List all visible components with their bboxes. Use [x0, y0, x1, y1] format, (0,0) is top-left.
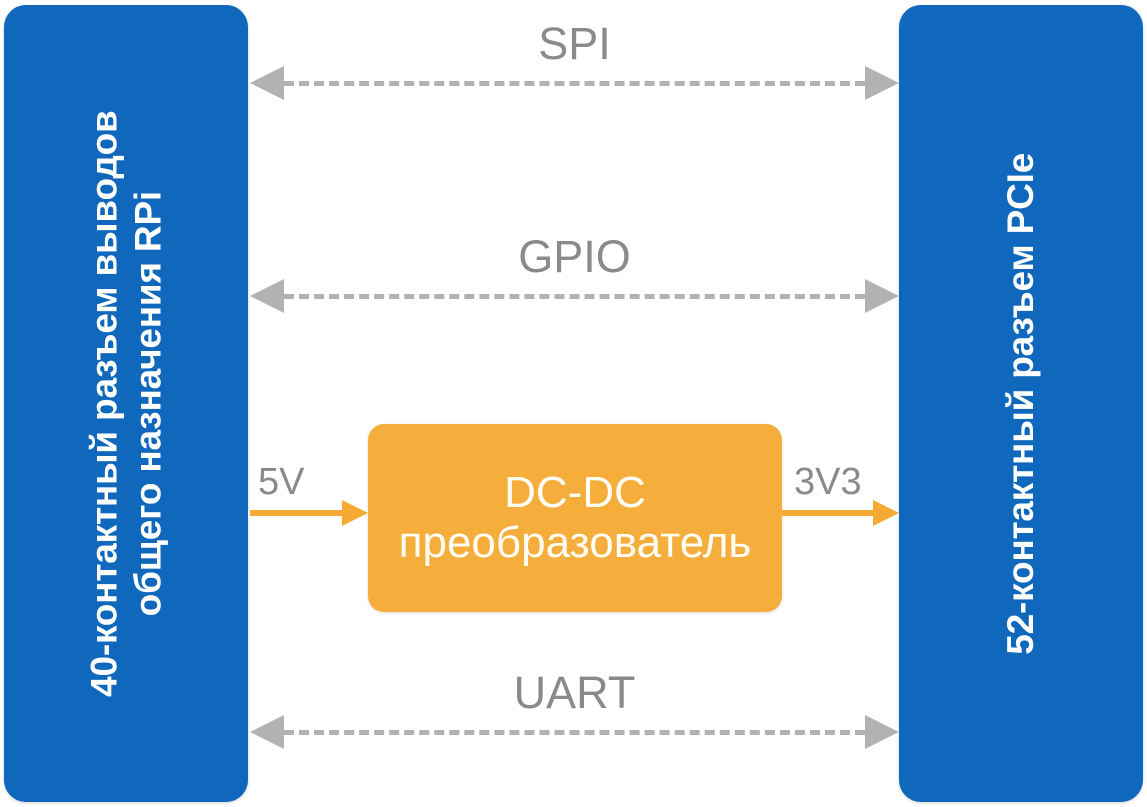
dcdc-label-line2: преобразователь [398, 518, 752, 567]
left-connector-label-line1: 40-контактный разъем выводов [83, 110, 125, 697]
arrow-left-icon [250, 715, 284, 749]
bus-spi-label: SPI [538, 18, 611, 69]
power-output-shaft [782, 510, 873, 516]
arrow-right-icon [865, 66, 899, 100]
bus-gpio-line [284, 294, 865, 299]
right-connector-label-line1: 52-контактный разъем PCIe [1000, 152, 1042, 655]
power-output-label: 3V3 [794, 461, 862, 503]
power-input-shaft [250, 510, 342, 516]
left-connector-label-line2: общего назначения RPi [127, 190, 168, 617]
arrow-left-icon [250, 279, 284, 313]
dcdc-label-line1: DC-DC [504, 468, 646, 518]
arrow-right-icon [873, 500, 899, 526]
left-connector-block: 40-контактный разъем выводов общего назн… [4, 5, 248, 802]
bus-spi: SPI [250, 18, 899, 100]
power-output-arrow: 3V3 [782, 461, 899, 526]
right-connector-label: 52-контактный разъем PCIe [999, 153, 1043, 655]
bus-uart-line [284, 730, 865, 735]
bus-spi-line [284, 81, 865, 86]
arrow-right-icon [865, 279, 899, 313]
left-connector-label: 40-контактный разъем выводов общего назн… [82, 110, 169, 697]
power-input-arrow: 5V [250, 461, 368, 526]
right-connector-block: 52-контактный разъем PCIe [899, 5, 1143, 802]
bus-gpio: GPIO [250, 231, 899, 313]
bus-gpio-label: GPIO [518, 231, 631, 282]
arrow-right-icon [342, 500, 368, 526]
bus-uart: UART [250, 667, 899, 749]
arrow-left-icon [250, 66, 284, 100]
bus-uart-label: UART [513, 667, 636, 718]
arrow-right-icon [865, 715, 899, 749]
power-input-label: 5V [258, 461, 305, 503]
dcdc-converter-block: DC-DC преобразователь [368, 424, 782, 612]
